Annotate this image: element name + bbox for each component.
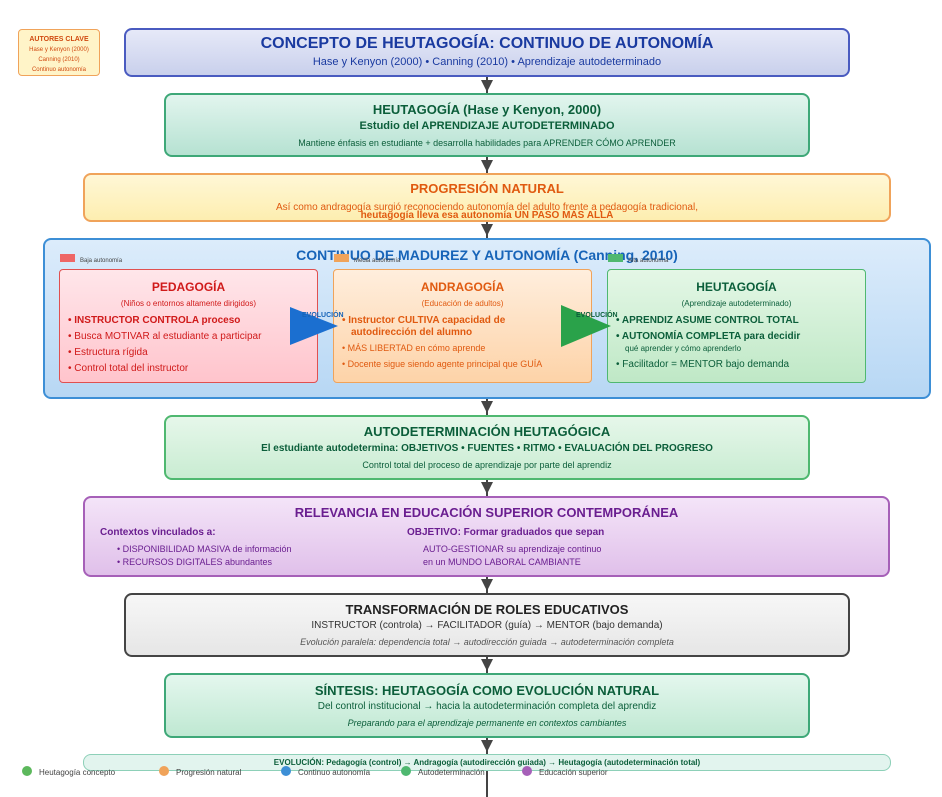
- heutagogy-item: • Facilitador = MENTOR bajo demanda: [616, 359, 790, 370]
- relevance-left-title: Contextos vinculados a:: [100, 527, 216, 538]
- evolution-label: EVOLUCIÓN: [576, 312, 618, 319]
- andragogy-item: • Docente sigue siendo agente principal …: [342, 359, 543, 369]
- legend-label: Autodeterminación: [418, 768, 485, 777]
- roles-subtitle: INSTRUCTOR (controla) → FACILITADOR (guí…: [311, 620, 663, 631]
- self-determination-subtitle: El estudiante autodetermina: OBJETIVOS •…: [261, 443, 713, 454]
- andragogy-card: ANDRAGOGÍA (Educación de adultos) • Inst…: [333, 269, 592, 383]
- low-autonomy-label: Baja autonomía: [80, 258, 123, 264]
- pedagogy-item: • Estructura rígida: [68, 347, 148, 358]
- key-authors-note: AUTORES CLAVE Hase y Kenyon (2000) Canni…: [18, 29, 100, 76]
- pedagogy-subtitle: (Niños o entornos altamente dirigidos): [120, 299, 257, 308]
- high-autonomy-marker: [608, 254, 623, 262]
- legend-continuum-dot: [281, 766, 291, 776]
- roles-title: TRANSFORMACIÓN DE ROLES EDUCATIVOS: [345, 602, 629, 617]
- low-autonomy-marker: [60, 254, 75, 262]
- progression-line: Así como andragogía surgió reconociendo …: [276, 202, 698, 213]
- medium-autonomy-marker: [334, 254, 349, 262]
- page-title: CONCEPTO DE HEUTAGOGÍA: CONTINUO DE AUTO…: [260, 35, 714, 52]
- evolution-arrow-icon: [290, 307, 338, 345]
- pedagogy-title: PEDAGOGÍA: [151, 280, 226, 294]
- andragogy-item: • Instructor CULTIVA capacidad de: [342, 315, 506, 326]
- relevance-box: RELEVANCIA EN EDUCACIÓN SUPERIOR CONTEMP…: [83, 496, 890, 577]
- roles-desc: Evolución paralela: dependencia total → …: [300, 637, 674, 647]
- arrow-down-icon: [481, 160, 493, 172]
- heutagogy-card: HEUTAGOGÍA (Aprendizaje autodeterminado)…: [607, 269, 866, 383]
- arrow-down-icon: [481, 401, 493, 413]
- andragogy-item: • MÁS LIBERTAD en cómo aprende: [342, 343, 486, 353]
- roles-box: TRANSFORMACIÓN DE ROLES EDUCATIVOS INSTR…: [124, 593, 850, 657]
- arrow-down-icon: [481, 80, 493, 92]
- key-authors-line: Canning (2010): [38, 57, 80, 63]
- arrow-down-icon: [481, 659, 493, 671]
- heutagogy-card-subtitle: (Aprendizaje autodeterminado): [681, 299, 792, 308]
- continuum-title: CONTINUO DE MADUREZ Y AUTONOMÍA (Canning…: [296, 247, 678, 263]
- high-autonomy-label: Alta autonomía: [628, 258, 669, 264]
- legend-label: Continuo autonomía: [298, 768, 371, 777]
- key-authors-title: AUTORES CLAVE: [29, 36, 89, 43]
- progression-box: PROGRESIÓN NATURAL Así como andragogía s…: [83, 173, 891, 222]
- legend-higher-education-dot: [522, 766, 532, 776]
- legend-label: Heutagogía concepto: [39, 768, 116, 777]
- synthesis-subtitle: Del control institucional → hacia la aut…: [317, 701, 657, 712]
- legend-self-determination-dot: [401, 766, 411, 776]
- andragogy-title: ANDRAGOGÍA: [420, 280, 505, 294]
- progression-title: PROGRESIÓN NATURAL: [410, 181, 564, 196]
- relevance-left-item: • DISPONIBILIDAD MASIVA de información: [117, 544, 292, 554]
- heutagogy-item: • APRENDIZ ASUME CONTROL TOTAL: [616, 315, 799, 326]
- legend-label: Educación superior: [539, 768, 608, 777]
- key-authors-line: Continuo autonomía: [31, 67, 87, 73]
- heutagogy-item: • AUTONOMÍA COMPLETA para decidir: [616, 331, 801, 342]
- legend-label: Progresión natural: [176, 768, 242, 777]
- pedagogy-card: PEDAGOGÍA (Niños o entornos altamente di…: [59, 269, 318, 383]
- heutagogy-definition-box: HEUTAGOGÍA (Hase y Kenyon, 2000) Estudio…: [164, 93, 810, 157]
- pedagogy-item: • INSTRUCTOR CONTROLA proceso: [68, 315, 241, 326]
- progression-line: heutagogía lleva esa autonomía UN PASO M…: [360, 210, 614, 221]
- header-box: CONCEPTO DE HEUTAGOGÍA: CONTINUO DE AUTO…: [124, 28, 850, 77]
- relevance-left-item: • RECURSOS DIGITALES abundantes: [117, 557, 273, 567]
- evolution-bar-text: EVOLUCIÓN: Pedagogía (control) → Andrago…: [273, 758, 701, 767]
- synthesis-box: SÍNTESIS: HEUTAGOGÍA COMO EVOLUCIÓN NATU…: [164, 673, 810, 738]
- arrow-down-icon: [481, 224, 493, 236]
- relevance-right-title: OBJETIVO: Formar graduados que sepan: [407, 527, 605, 538]
- pedagogy-item: • Control total del instructor: [68, 363, 189, 374]
- heutagogy-definition-subtitle: Estudio del APRENDIZAJE AUTODETERMINADO: [359, 120, 615, 132]
- arrow-down-icon: [481, 740, 493, 752]
- heutagogy-definition-title: HEUTAGOGÍA (Hase y Kenyon, 2000): [372, 102, 602, 117]
- pedagogy-item: • Busca MOTIVAR al estudiante a particip…: [68, 331, 262, 342]
- evolution-label: EVOLUCIÓN: [302, 312, 344, 319]
- arrow-down-icon: [481, 482, 493, 494]
- relevance-right-item: AUTO-GESTIONAR su aprendizaje continuo: [423, 544, 602, 554]
- heutagogy-item: qué aprender y cómo aprenderlo: [625, 344, 742, 353]
- legend-progression-dot: [159, 766, 169, 776]
- self-determination-box: AUTODETERMINACIÓN HEUTAGÓGICA El estudia…: [164, 415, 810, 480]
- andragogy-item: autodirección del alumno: [351, 327, 473, 338]
- self-determination-desc: Control total del proceso de aprendizaje…: [362, 460, 612, 470]
- synthesis-desc: Preparando para el aprendizaje permanent…: [347, 718, 627, 728]
- medium-autonomy-label: Media autonomía: [354, 258, 401, 264]
- relevance-title: RELEVANCIA EN EDUCACIÓN SUPERIOR CONTEMP…: [294, 505, 679, 520]
- andragogy-subtitle: (Educación de adultos): [421, 299, 504, 308]
- relevance-right-item: en un MUNDO LABORAL CAMBIANTE: [423, 557, 581, 567]
- key-authors-line: Hase y Kenyon (2000): [29, 47, 89, 53]
- synthesis-title: SÍNTESIS: HEUTAGOGÍA COMO EVOLUCIÓN NATU…: [314, 683, 660, 698]
- heutagogy-card-title: HEUTAGOGÍA: [696, 280, 777, 294]
- heutagogy-definition-desc: Mantiene énfasis en estudiante + desarro…: [298, 138, 676, 148]
- self-determination-title: AUTODETERMINACIÓN HEUTAGÓGICA: [363, 424, 611, 439]
- evolution-arrow-icon: [561, 305, 611, 347]
- legend-heutagogy-dot: [22, 766, 32, 776]
- page-subtitle: Hase y Kenyon (2000) • Canning (2010) • …: [312, 56, 662, 68]
- arrow-down-icon: [481, 579, 493, 591]
